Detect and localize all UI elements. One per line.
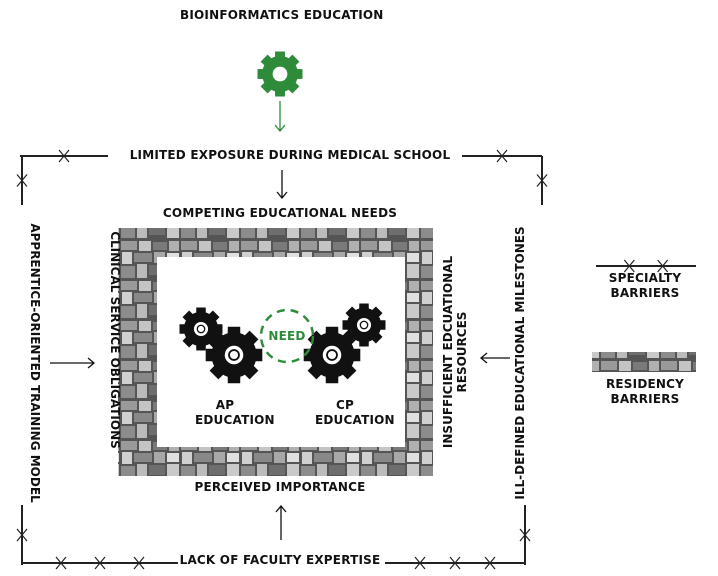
residency-barrier-wall bbox=[118, 228, 433, 476]
specialty-barrier-wire bbox=[16, 149, 696, 570]
inner-bottom-label: PERCEIVED IMPORTANCE bbox=[194, 480, 366, 494]
title: BIOINFORMATICS EDUCATION bbox=[180, 8, 384, 22]
legend-wall-icon bbox=[592, 352, 696, 372]
top-label: LIMITED EXPOSURE DURING MEDICAL SCHOOL bbox=[129, 148, 451, 162]
arrow-up-icon bbox=[275, 504, 287, 540]
gear-icon bbox=[257, 51, 303, 97]
cp-small-gear-icon bbox=[342, 303, 386, 347]
barb-icon bbox=[657, 259, 669, 273]
right-outer-label: ILL-DEFINED EDUCATIONAL MILESTONES bbox=[513, 226, 527, 500]
legend-residency-label: RESIDENCY BARRIERS bbox=[605, 377, 685, 406]
barb-icon bbox=[449, 556, 461, 570]
barb-icon bbox=[133, 556, 145, 570]
barb-icon bbox=[484, 556, 496, 570]
ap-large-gear-icon bbox=[205, 326, 263, 384]
bottom-label: LACK OF FACULTY EXPERTISE bbox=[179, 553, 381, 567]
left-inner-label: CLINICAL SERVICE OBLIGATIONS bbox=[108, 231, 122, 449]
arrow-down-icon bbox=[276, 170, 288, 200]
barb-icon bbox=[94, 556, 106, 570]
arrow-right-icon bbox=[50, 357, 96, 369]
barb-icon bbox=[55, 556, 67, 570]
barb-icon bbox=[16, 528, 28, 542]
right-inner-label: INSUFFICIENT EDCUATIONAL RESOURCES bbox=[441, 255, 469, 449]
barb-icon bbox=[16, 174, 28, 187]
barb-icon bbox=[623, 259, 635, 273]
cp-large-gear-icon bbox=[303, 326, 361, 384]
need-label: NEED bbox=[268, 329, 306, 343]
barb-icon bbox=[496, 149, 508, 163]
barb-icon bbox=[519, 528, 531, 542]
need-circle bbox=[259, 308, 315, 364]
ap-education-label: AP EDUCATION bbox=[195, 398, 275, 427]
green-arrow-down-icon bbox=[274, 101, 286, 133]
inner-top-label: COMPETING EDUCATIONAL NEEDS bbox=[162, 206, 398, 220]
barb-icon bbox=[58, 149, 70, 163]
barb-icon bbox=[414, 556, 426, 570]
legend-specialty-label: SPECIALTY BARRIERS bbox=[608, 271, 682, 300]
cp-education-label: CP EDUCATION bbox=[315, 398, 395, 427]
arrow-left-icon bbox=[479, 352, 510, 364]
barb-icon bbox=[536, 174, 548, 187]
left-outer-label: APPRENTICE-ORIENTED TRAINING MODEL bbox=[28, 223, 42, 503]
